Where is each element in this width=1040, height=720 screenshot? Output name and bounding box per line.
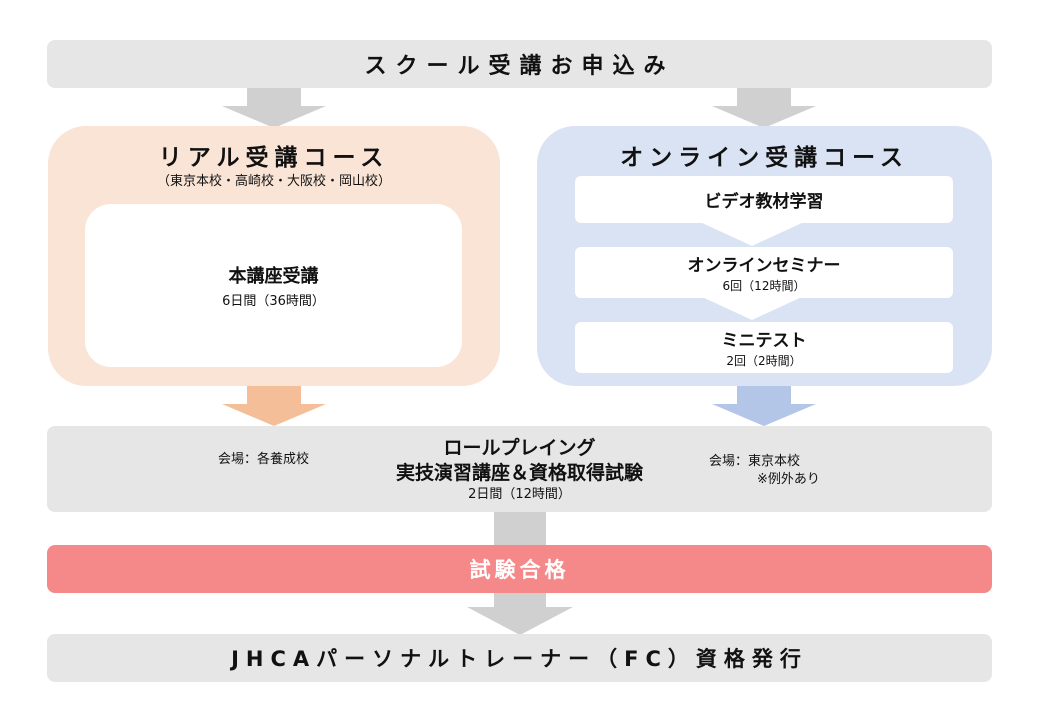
apply-box: スクール受講お申込み [47,40,992,88]
venue-left: 会場：各養成校 [218,452,310,467]
apply-label: スクール受講お申込み [364,54,675,79]
real-main-lecture-duration: 6日間（36時間） [222,294,325,309]
roleplay-duration: 2日間（12時間） [468,486,571,502]
real-main-lecture-title: 本講座受講 [228,266,319,287]
online-step-video-title: ビデオ教材学習 [704,192,824,212]
exam-pass-box: 試験合格 [47,545,992,593]
certificate-box: JHCAパーソナルトレーナー（FC）資格発行 [47,634,992,682]
online-step-minitest-title: ミニテスト [721,331,807,351]
online-course-panel: オンライン受講コース ビデオ教材学習 オンラインセミナー 6回（12時間） ミニ… [537,126,992,386]
real-main-lecture-box: 本講座受講 6日間（36時間） [85,204,462,367]
arrow-apply-to-real [222,88,326,128]
real-course-title: リアル受講コース [158,145,390,171]
roleplay-title: ロールプレイング [443,436,596,459]
certificate-label: JHCAパーソナルトレーナー（FC）資格発行 [231,647,808,671]
arrow-online-to-roleplay [712,386,816,426]
online-step-video: ビデオ教材学習 [575,176,953,223]
online-step-minitest-detail: 2回（2時間） [726,354,802,368]
venue-right: 会場：東京本校 [709,454,801,469]
online-step-minitest: ミニテスト 2回（2時間） [575,322,953,373]
roleplay-subtitle: 実技演習講座＆資格取得試験 [395,461,643,484]
roleplay-exam-box: ロールプレイング 実技演習講座＆資格取得試験 2日間（12時間） [47,426,992,512]
exam-pass-label: 試験合格 [469,558,570,582]
arrow-seminar-to-test [700,296,804,320]
online-step-seminar: オンラインセミナー 6回（12時間） [575,247,953,298]
real-course-panel: リアル受講コース （東京本校・高崎校・大阪校・岡山校） 本講座受講 6日間（36… [48,126,500,386]
arrow-apply-to-online [712,88,816,128]
online-step-seminar-title: オンラインセミナー [687,256,841,276]
arrow-video-to-seminar [700,222,804,246]
arrow-real-to-roleplay [222,386,326,426]
venue-right-note: ※例外あり [757,472,820,487]
online-course-title: オンライン受講コース [620,145,909,171]
online-step-seminar-detail: 6回（12時間） [722,279,806,293]
real-course-schools: （東京本校・高崎校・大阪校・岡山校） [156,174,391,189]
